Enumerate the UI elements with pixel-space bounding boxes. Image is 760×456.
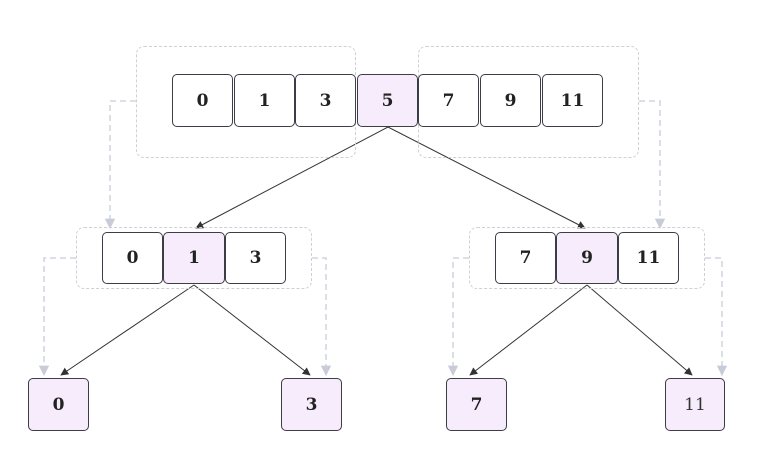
root-cell-3: 3 xyxy=(295,74,356,127)
arrow-1-to-0 xyxy=(60,284,195,376)
root-cell-7: 7 xyxy=(418,74,479,127)
arrow-9-to-11 xyxy=(586,284,693,376)
arrow-1-to-3 xyxy=(193,284,311,376)
dashed-arrow-left-child-right xyxy=(312,257,332,377)
root-cell-1: 1 xyxy=(234,74,295,127)
root-middle-cell-5: 5 xyxy=(357,74,418,127)
root-cell-9: 9 xyxy=(480,74,541,127)
arrow-5-to-1 xyxy=(195,126,389,229)
left-child-cell-3: 3 xyxy=(225,232,286,284)
right-child-group xyxy=(469,227,705,289)
root-cell-11: 11 xyxy=(542,74,603,127)
left-child-middle-cell-1: 1 xyxy=(163,232,225,284)
right-child-cell-11: 11 xyxy=(618,232,679,284)
dashed-arrow-root-right xyxy=(639,100,666,230)
root-cell-0: 0 xyxy=(172,74,233,127)
arrow-5-to-9 xyxy=(387,126,586,229)
left-child-cell-0: 0 xyxy=(102,232,163,284)
right-child-middle-cell-9: 9 xyxy=(556,232,618,284)
dashed-arrow-left-child-left xyxy=(38,257,76,377)
dashed-arrow-right-child-right xyxy=(705,257,728,377)
leaf-cell-7: 7 xyxy=(446,378,507,431)
arrow-9-to-7 xyxy=(469,284,588,376)
right-child-cell-7: 7 xyxy=(495,232,556,284)
dashed-arrow-right-child-left xyxy=(447,257,469,377)
left-child-group xyxy=(76,227,312,289)
leaf-cell-11: 11 xyxy=(665,378,725,431)
leaf-cell-3: 3 xyxy=(281,378,342,431)
leaf-cell-0: 0 xyxy=(28,378,89,431)
dashed-arrow-root-left xyxy=(104,100,136,230)
